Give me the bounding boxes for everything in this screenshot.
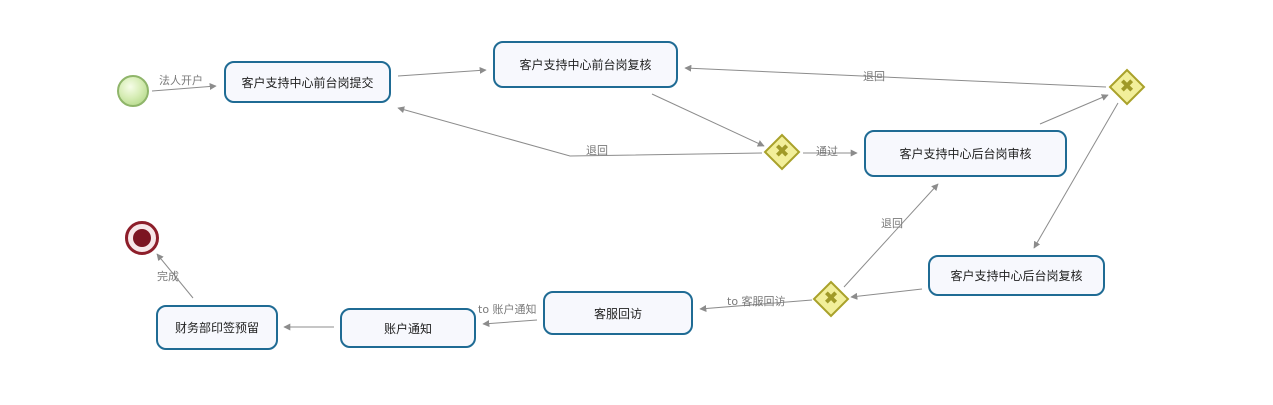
edge-e9[interactable] xyxy=(850,288,923,300)
edge-e14[interactable] xyxy=(156,253,194,299)
edge-e2[interactable] xyxy=(397,66,487,77)
edge-e11[interactable] xyxy=(699,299,813,312)
edge-label-e10: 退回 xyxy=(881,217,903,230)
edge-label-e5: 通过 xyxy=(816,145,838,158)
edge-e3[interactable] xyxy=(651,93,765,147)
edge-e6[interactable] xyxy=(1039,94,1109,125)
edge-label-e1: 法人开户 xyxy=(159,74,203,87)
x-icon: ✖ xyxy=(1119,76,1135,97)
edge-label-e9: to 客服回访 xyxy=(727,295,786,308)
edge-label-e13: 完成 xyxy=(157,270,179,283)
x-icon: ✖ xyxy=(823,288,839,309)
task-frontdesk-submit[interactable]: 客户支持中心前台岗提交 xyxy=(224,61,391,103)
start-event[interactable] xyxy=(117,75,149,107)
edge-e8[interactable] xyxy=(1033,102,1119,249)
task-account-notice[interactable]: 账户通知 xyxy=(340,308,476,348)
edge-label-e4: 退回 xyxy=(586,144,608,157)
task-customer-callback[interactable]: 客服回访 xyxy=(543,291,693,335)
edge-e12[interactable] xyxy=(482,319,538,328)
task-backoffice-review[interactable]: 客户支持中心后台岗复核 xyxy=(928,255,1105,296)
task-backoffice-audit[interactable]: 客户支持中心后台岗审核 xyxy=(864,130,1067,177)
task-finance-seal[interactable]: 财务部印签预留 xyxy=(156,305,278,350)
edge-label-e7: 退回 xyxy=(863,70,885,83)
edge-e4[interactable] xyxy=(397,106,763,157)
edge-e10[interactable] xyxy=(843,183,939,288)
task-frontdesk-review[interactable]: 客户支持中心前台岗复核 xyxy=(493,41,678,88)
edge-e7[interactable] xyxy=(684,64,1107,88)
end-event-core xyxy=(133,229,151,247)
edge-label-e11: to 账户通知 xyxy=(478,303,537,316)
edge-e1[interactable] xyxy=(151,83,217,92)
x-icon: ✖ xyxy=(774,141,790,162)
end-event[interactable] xyxy=(125,221,159,255)
